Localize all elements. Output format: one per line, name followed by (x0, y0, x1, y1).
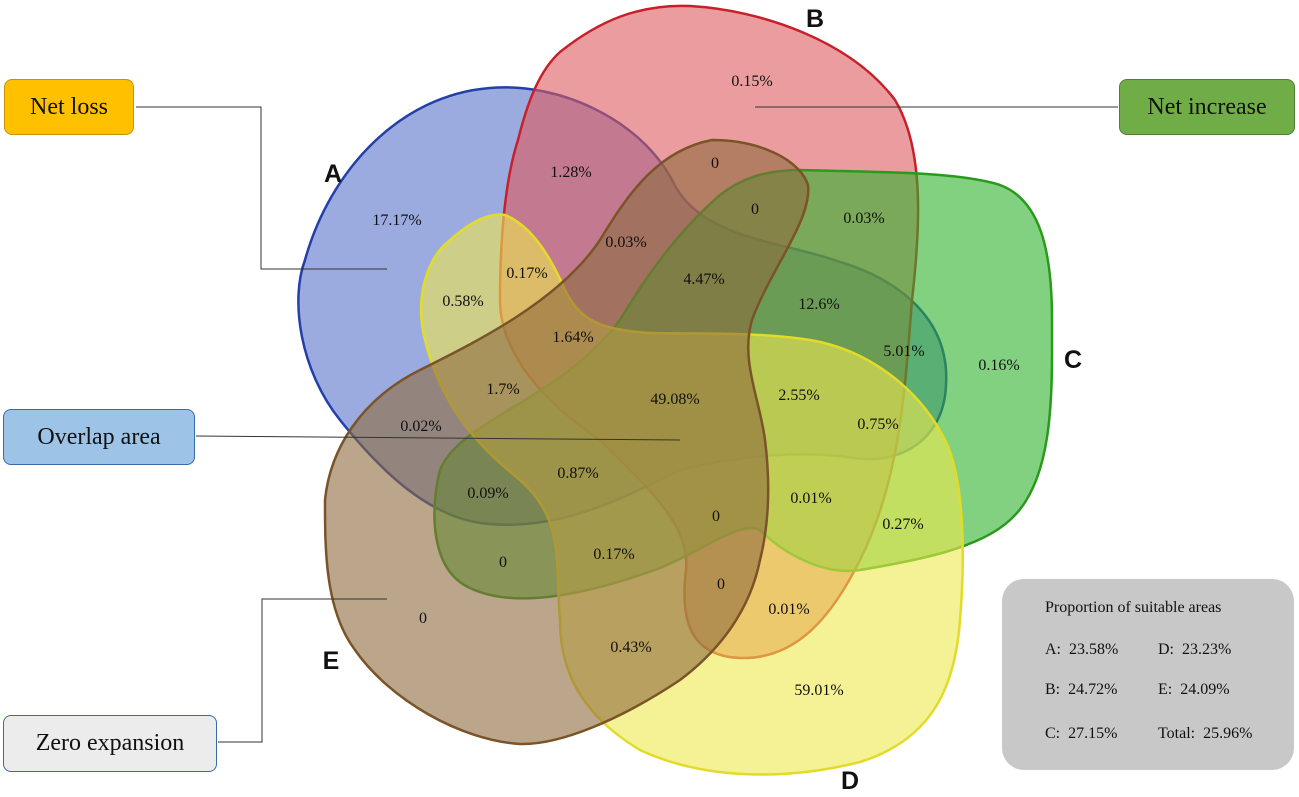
region-value: 0.01% (768, 601, 809, 618)
zero-expansion-callout: Zero expansion (3, 715, 217, 772)
set-label: E (323, 647, 340, 675)
legend-value: 23.23% (1182, 641, 1232, 658)
region-value: 1.7% (486, 381, 519, 398)
region-value: 0.09% (467, 485, 508, 502)
legend-key: D: (1158, 641, 1174, 658)
legend-key: B: (1045, 681, 1061, 698)
set-label: B (806, 5, 824, 33)
region-value: 0.17% (506, 265, 547, 282)
legend-item-d: D: 23.23% (1158, 641, 1231, 659)
region-value: 0.02% (400, 418, 441, 435)
zero-expansion-label: Zero expansion (35, 730, 185, 756)
region-value: 0.75% (857, 416, 898, 433)
region-value: 0.87% (557, 465, 598, 482)
legend-key: C: (1045, 725, 1061, 742)
region-value: 0.16% (978, 357, 1019, 374)
set-label: D (841, 767, 859, 795)
net-loss-leader (136, 106, 387, 270)
net-increase-label: Net increase (1147, 93, 1267, 120)
legend-item-a: A: 23.58% (1045, 641, 1118, 659)
overlap-area-label: Overlap area (37, 423, 161, 450)
region-value: 0 (712, 508, 720, 525)
legend-value: 25.96% (1203, 725, 1253, 742)
legend-key: E: (1158, 681, 1173, 698)
set-label: C (1064, 346, 1082, 374)
net-increase-callout: Net increase (1119, 79, 1295, 135)
region-value: 0 (499, 554, 507, 571)
legend-value: 23.58% (1069, 641, 1119, 658)
net-loss-callout: Net loss (4, 79, 134, 135)
region-value: 0 (711, 155, 719, 172)
legend-box: Proportion of suitable areas A: 23.58% B… (1002, 579, 1294, 770)
legend-item-c: C: 27.15% (1045, 725, 1117, 743)
region-value: 17.17% (372, 212, 421, 229)
legend-value: 27.15% (1068, 725, 1118, 742)
set-e-shape (323, 138, 810, 746)
region-value: 1.28% (550, 164, 591, 181)
legend-value: 24.09% (1180, 681, 1230, 698)
legend-item-e: E: 24.09% (1158, 681, 1230, 699)
region-value: 0 (751, 201, 759, 218)
region-value: 1.64% (552, 329, 593, 346)
region-value: 49.08% (650, 391, 699, 408)
region-value: 59.01% (794, 682, 843, 699)
region-value: 2.55% (778, 387, 819, 404)
region-value: 0.43% (610, 639, 651, 656)
legend-key: Total: (1158, 725, 1196, 742)
overlap-area-leader (195, 435, 681, 441)
legend-item-b: B: 24.72% (1045, 681, 1117, 699)
net-loss-label: Net loss (30, 93, 108, 120)
region-value: 12.6% (798, 296, 839, 313)
region-value: 0.03% (843, 210, 884, 227)
region-value: 0.17% (593, 546, 634, 563)
legend-item-total: Total: 25.96% (1158, 725, 1252, 743)
region-value: 0.58% (442, 293, 483, 310)
legend-title: Proportion of suitable areas (1045, 599, 1222, 616)
region-value: 0.15% (731, 73, 772, 90)
legend-key: A: (1045, 641, 1061, 658)
region-value: 0.03% (605, 234, 646, 251)
overlap-area-callout: Overlap area (3, 409, 195, 465)
region-value: 0 (419, 610, 427, 627)
region-value: 0.01% (790, 490, 831, 507)
region-value: 5.01% (883, 343, 924, 360)
region-value: 0 (717, 576, 725, 593)
zero-expansion-leader (218, 598, 387, 743)
region-value: 4.47% (683, 271, 724, 288)
legend-value: 24.72% (1068, 681, 1118, 698)
region-value: 0.27% (882, 516, 923, 533)
set-label: A (324, 160, 342, 188)
